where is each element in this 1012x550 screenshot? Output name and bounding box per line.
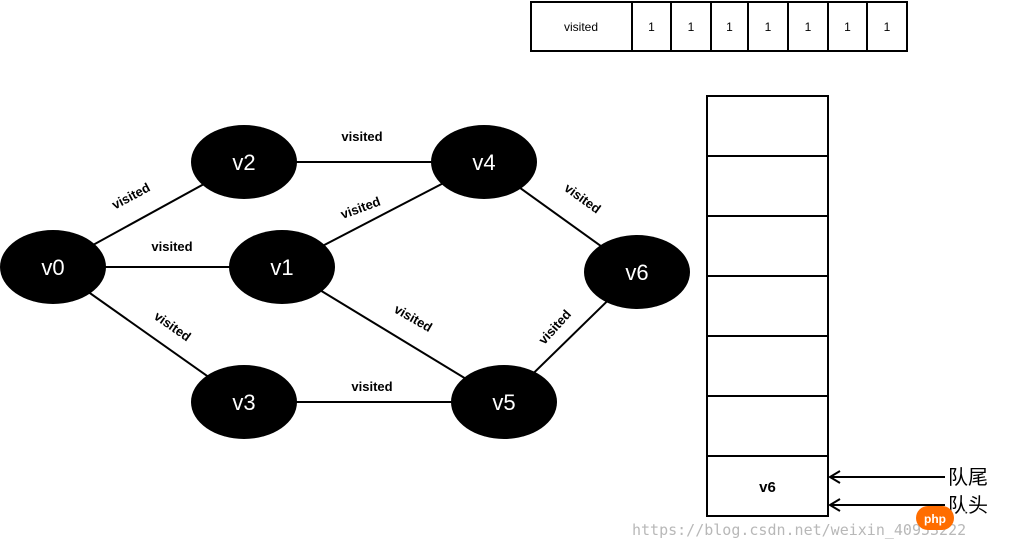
graph-nodes: v0 v1 v2 v3 v4 v5 v6 xyxy=(0,125,690,439)
visited-cell xyxy=(670,1,712,52)
queue-tail-pointer: 队尾 xyxy=(828,465,988,489)
watermark-url: https://blog.csdn.net/weixin_40953222 xyxy=(632,521,966,539)
edge-label: visited xyxy=(392,301,435,335)
queue-cell xyxy=(706,335,829,397)
visited-array-header-cell xyxy=(530,1,633,52)
visited-cell xyxy=(631,1,672,52)
edge-label: visited xyxy=(151,308,193,344)
edge-label: visited xyxy=(535,307,574,348)
watermark-badge: php xyxy=(924,512,946,526)
visited-cell xyxy=(866,1,908,52)
node-label: v1 xyxy=(270,255,293,280)
watermark: https://blog.csdn.net/weixin_40953222 ph… xyxy=(632,506,1000,539)
visited-cell-value: 1 xyxy=(688,20,695,34)
graph-edges: visited visited visited visited visited visit… xyxy=(52,129,638,403)
queue-cell xyxy=(706,155,829,217)
edge-label: visited xyxy=(562,180,604,216)
node-v0 xyxy=(0,230,106,304)
queue-cell-value: v6 xyxy=(759,479,776,496)
queue-cell xyxy=(706,215,829,277)
visited-cell-value: 1 xyxy=(844,20,851,34)
php-badge-icon xyxy=(916,506,954,530)
node-label: v0 xyxy=(41,255,64,280)
queue-cell xyxy=(706,455,829,517)
node-label: v2 xyxy=(232,150,255,175)
node-v4 xyxy=(431,125,537,199)
node-label: v5 xyxy=(492,390,515,415)
node-v2 xyxy=(191,125,297,199)
watermark-badge-cn: 中文网 xyxy=(958,511,1000,527)
node-label: v3 xyxy=(232,390,255,415)
queue-cell xyxy=(706,395,829,457)
visited-array: visited 1 1 1 1 1 1 1 xyxy=(530,1,908,52)
visited-cell xyxy=(827,1,868,52)
node-v6 xyxy=(584,235,690,309)
node-v5 xyxy=(451,365,557,439)
queue-head-label: 队头 xyxy=(948,493,988,517)
queue-tail-label: 队尾 xyxy=(948,465,988,489)
visited-cell-value: 1 xyxy=(805,20,812,34)
queue-head-pointer: 队头 xyxy=(828,493,988,517)
visited-cell-value: 1 xyxy=(884,20,891,34)
node-v3 xyxy=(191,365,297,439)
node-label: v4 xyxy=(472,150,495,175)
edge-label: visited xyxy=(341,129,382,144)
edge-label: visited xyxy=(151,239,192,254)
visited-cell-value: 1 xyxy=(765,20,772,34)
queue-cell xyxy=(706,275,829,337)
visited-cell-value: 1 xyxy=(726,20,733,34)
queue: v6 xyxy=(706,95,829,517)
queue-cell xyxy=(706,95,829,157)
edge-label: visited xyxy=(109,180,152,213)
visited-cell-value: 1 xyxy=(648,20,655,34)
node-v1 xyxy=(229,230,335,304)
visited-array-header: visited xyxy=(564,20,598,34)
edge-label: visited xyxy=(351,379,392,394)
node-label: v6 xyxy=(625,260,648,285)
visited-cell xyxy=(747,1,789,52)
